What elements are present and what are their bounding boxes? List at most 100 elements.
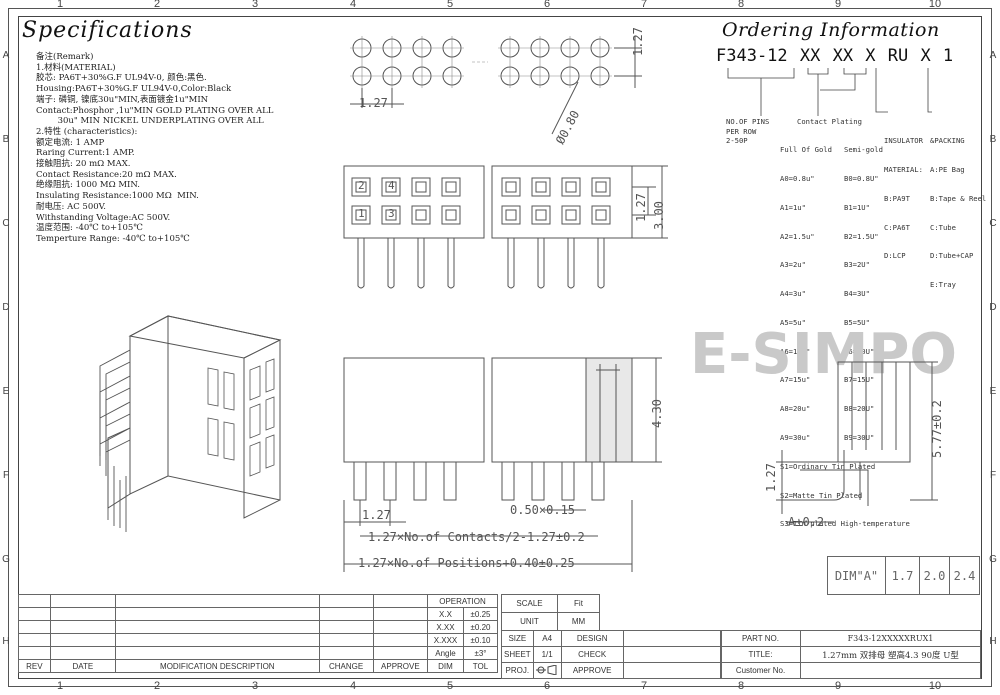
grid-number-top: 6 — [543, 0, 551, 10]
plating-option: A8=20u" — [780, 404, 811, 414]
tol-header: TOL — [463, 659, 498, 673]
tolerance-table: OPERATION X.X±0.25 X.XX±0.20 X.XXX±0.10 … — [427, 594, 498, 673]
dim-a-value: 2.0 — [919, 556, 950, 595]
spec-line: Raring Current:1 AMP. — [36, 148, 135, 159]
packing-line: E:Tray — [930, 280, 956, 290]
insulator-column: INSULATOR MATERIAL: B:PA9T C:PA6T D:LCP — [884, 117, 923, 271]
dim-pitch-top: 1.27 — [359, 96, 388, 110]
plating-option: B6=10U" — [844, 346, 875, 356]
pins-line: 2-50P — [726, 136, 748, 146]
pin-number-label: 2 — [358, 179, 365, 192]
dim-side-height: 5.77±0.2 — [930, 400, 944, 458]
proj-label: PROJ. — [501, 662, 534, 679]
part-no-label: PART NO. — [720, 630, 801, 647]
grid-number-top: 10 — [928, 0, 942, 10]
design-label: DESIGN — [560, 630, 624, 647]
date-header: DATE — [49, 659, 117, 673]
grid-letter-left: C — [2, 218, 10, 229]
part-info-table: PART NO. F343-12XXXXXRUX1 TITLE: 1.27mm … — [720, 630, 981, 679]
grid-letter-left: D — [2, 302, 10, 313]
grid-number-top: 1 — [56, 0, 64, 10]
spec-line: 备注(Remark) — [36, 52, 94, 62]
packing-line: B:Tape & Reel — [930, 193, 987, 203]
tin-option: S3=Tin-plated High-temperature — [780, 519, 910, 529]
modification-header: MODIFICATION DESCRIPTION — [115, 659, 320, 673]
dim-row-pitch: 1.27 — [634, 193, 648, 222]
grid-number-bottom: 8 — [737, 680, 745, 692]
plating-option: B0=0.8U" — [844, 173, 879, 183]
full-gold-column: Full Of Gold A0=0.8u" A1=1u" A2=1.5u" A3… — [780, 126, 910, 539]
full-gold-header: Full Of Gold — [780, 145, 832, 155]
plating-option: A4=3u" — [780, 289, 806, 299]
plating-option: B9=30U" — [844, 433, 875, 442]
approve-header: APPROVE — [372, 659, 429, 673]
plating-option: A1=1u" — [780, 202, 806, 212]
plating-option: A0=0.8u" — [780, 173, 815, 183]
specifications-title: Specifications — [22, 18, 193, 43]
insulator-line: D:LCP — [884, 251, 906, 261]
spec-line: 额定电流: 1 AMP — [36, 137, 105, 148]
grid-number-top: 8 — [737, 0, 745, 10]
packing-line: &PACKING — [930, 136, 965, 146]
title-value: 1.27mm 双排母 塑高4.3 90度 U型 — [800, 646, 981, 663]
dim-pin-size: 0.50×0.15 — [510, 503, 576, 517]
plating-option: B2=1.5U" — [844, 231, 879, 241]
grid-number-top: 7 — [640, 0, 648, 10]
packing-line: C:Tube — [930, 222, 956, 232]
grid-number-top: 5 — [446, 0, 454, 10]
dim-formula-positions: 1.27×No.of Positions+0.40±0.25 — [358, 556, 575, 570]
dim-a-label: DIM"A" — [827, 556, 886, 595]
title-label: TITLE: — [720, 646, 801, 663]
tol-value: ±0.25 — [463, 607, 498, 621]
spec-line: 2.特性 (characteristics): — [36, 126, 138, 137]
plating-option: A2=1.5u" — [780, 231, 815, 241]
insulator-line: MATERIAL: — [884, 164, 923, 174]
tol-value: ±0.10 — [463, 633, 498, 647]
tol-key: Angle — [427, 646, 464, 660]
tol-value: ±0.20 — [463, 620, 498, 634]
ordering-code: F343-12 XX XX X RU X 1 — [716, 46, 954, 66]
plating-option: B4=3U" — [844, 289, 870, 299]
plating-option: B8=20U" — [844, 404, 875, 414]
grid-letter-left: H — [2, 636, 10, 647]
semi-gold-header: Semi-gold — [844, 145, 883, 155]
front-view — [343, 165, 668, 289]
tin-option: S2=Matte Tin Plated — [780, 490, 863, 500]
dim-a-value: 1.7 — [885, 556, 920, 595]
size-label: SIZE — [501, 630, 534, 647]
packing-line: A:PE Bag — [930, 164, 965, 174]
grid-letter-right: E — [989, 386, 997, 397]
dim-width: 3.00 — [652, 201, 666, 230]
spec-line: 胶芯: PA6T+30%G.F UL94V-0, 颜色:黑色. — [36, 73, 207, 84]
tol-key: X.XX — [427, 620, 464, 634]
check-label: CHECK — [560, 646, 624, 663]
spec-line: Temperture Range: -40℃ to+105℃ — [36, 233, 190, 244]
change-header: CHANGE — [318, 659, 374, 673]
dim-a-table: DIM"A" 1.7 2.0 2.4 — [827, 556, 980, 595]
scale-label: SCALE — [501, 594, 558, 613]
packing-line: D:Tube+CAP — [930, 251, 974, 261]
side-view — [343, 357, 662, 572]
dim-header: DIM — [427, 659, 464, 673]
spec-line: 绝缘阻抗: 1000 MΩ MIN. — [36, 180, 141, 191]
sheet-table: SIZE A4 DESIGN SHEET 1/1 CHECK PROJ. APP… — [501, 630, 722, 679]
spec-line: Contact:Phosphor ,1u"MIN GOLD PLATING OV… — [36, 105, 274, 116]
insulator-line: INSULATOR — [884, 136, 923, 146]
ordering-title: Ordering Information — [722, 19, 940, 41]
spec-line: Contact Resistance:20 mΩ MAX. — [36, 169, 177, 180]
isometric-view — [99, 315, 282, 532]
grid-number-top: 2 — [153, 0, 161, 10]
grid-number-bottom: 1 — [56, 680, 64, 692]
scale-value: Fit — [557, 594, 600, 613]
grid-letter-right: F — [989, 470, 997, 481]
revision-table: REV DATE MODIFICATION DESCRIPTION CHANGE… — [18, 594, 429, 673]
right-side-view — [776, 361, 938, 523]
spec-line: 30u" MIN NICKEL UNDERPLATING OVER ALL — [36, 116, 264, 127]
spec-line: Housing:PA6T+30%G.F UL94V-0,Color:Black — [36, 84, 232, 95]
grid-number-top: 3 — [251, 0, 259, 10]
grid-letter-left: G — [2, 554, 10, 565]
grid-letter-right: H — [989, 636, 997, 647]
grid-letter-left: B — [2, 134, 10, 145]
plating-option: A7=15u" — [780, 375, 811, 385]
